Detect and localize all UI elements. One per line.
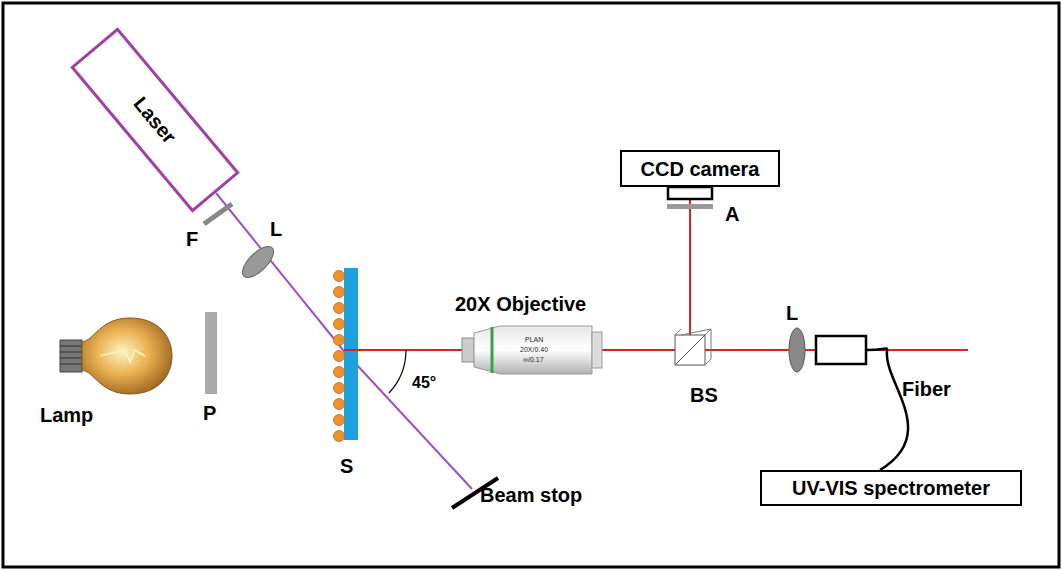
box-label: Laser [129,92,180,147]
box-label: CCD camera [641,158,760,180]
part-label: Fiber [902,378,951,400]
fiber [866,348,908,470]
particle [334,319,345,330]
spectrometer-box: UV-VIS spectrometer [760,470,1022,506]
beam-splitter [675,329,711,365]
camera-box: CCD camera [620,150,780,187]
particle [334,335,345,346]
part-label: A [725,203,739,225]
laser-beam [343,350,472,489]
fiber-connector [816,336,866,364]
particle [334,287,345,298]
part-label: S [340,455,353,477]
particle [334,383,345,394]
particle [334,367,345,378]
polarizer [205,312,217,394]
particle [334,431,345,442]
angle-arc [389,350,406,393]
camera-mount [668,187,712,199]
analyzer [667,204,713,209]
angle-label: 45° [412,374,436,392]
objective [462,326,602,374]
particle [334,303,345,314]
frame [3,3,1059,567]
part-label: 20X Objective [455,293,586,315]
part-label: BS [690,384,718,406]
objective-marking: PLAN [525,336,543,344]
signal-beam [689,200,691,350]
box-label: UV-VIS spectrometer [792,477,990,499]
part-label: P [203,402,216,424]
particle [334,415,345,426]
particle [334,399,345,410]
part-label: Beam stop [480,484,582,506]
lamp [60,318,172,394]
part-label: L [786,302,798,324]
particle [334,351,345,362]
part-label: F [186,228,198,250]
filter [204,204,232,224]
laser-beam [216,193,343,350]
lens [789,328,805,372]
laser-box: Laser [70,27,240,212]
part-label: Lamp [40,404,93,426]
lens [237,241,278,282]
particles [334,271,345,442]
particle [334,271,345,282]
objective-marking: 20X/0.40 [520,346,548,354]
part-label: L [270,218,282,240]
objective-marking: ∞/0.17 [523,356,544,364]
substrate [344,268,358,440]
